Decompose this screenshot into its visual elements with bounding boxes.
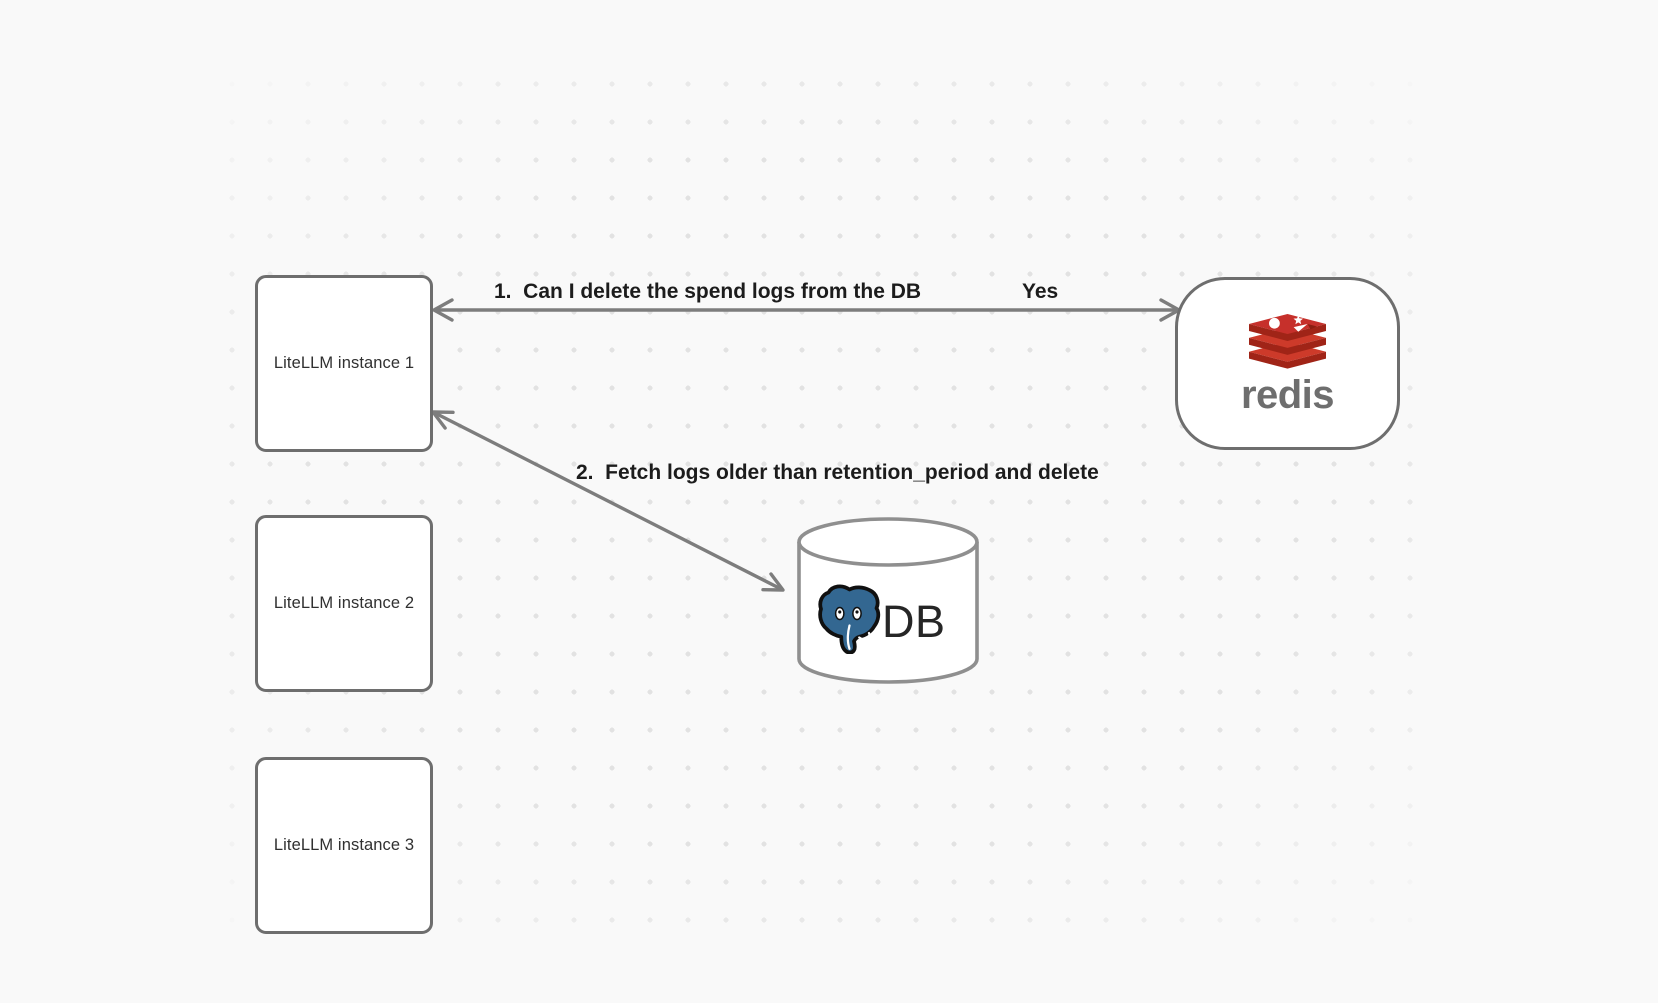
node-litellm-instance-1[interactable]: LiteLLM instance 1 [255,275,433,452]
node-litellm-instance-2[interactable]: LiteLLM instance 2 [255,515,433,692]
redis-logo-icon [1249,313,1326,369]
arrow-db-to-instance1[interactable] [431,410,785,592]
node-label: LiteLLM instance 3 [273,836,415,854]
redis-wordmark: redis [1240,372,1335,417]
arrow1-label: 1. Can I delete the spend logs from the … [494,280,922,303]
db-label: DB [882,596,946,647]
node-label: LiteLLM instance 1 [273,354,415,372]
postgresql-elephant-icon [818,584,881,654]
node-redis[interactable]: redis [1175,277,1400,450]
arrow1-answer-label: Yes [1022,280,1059,303]
node-litellm-instance-3[interactable]: LiteLLM instance 3 [255,757,433,934]
node-label: LiteLLM instance 2 [273,594,415,612]
arrow2-label: 2. Fetch logs older than retention_perio… [576,461,1099,484]
